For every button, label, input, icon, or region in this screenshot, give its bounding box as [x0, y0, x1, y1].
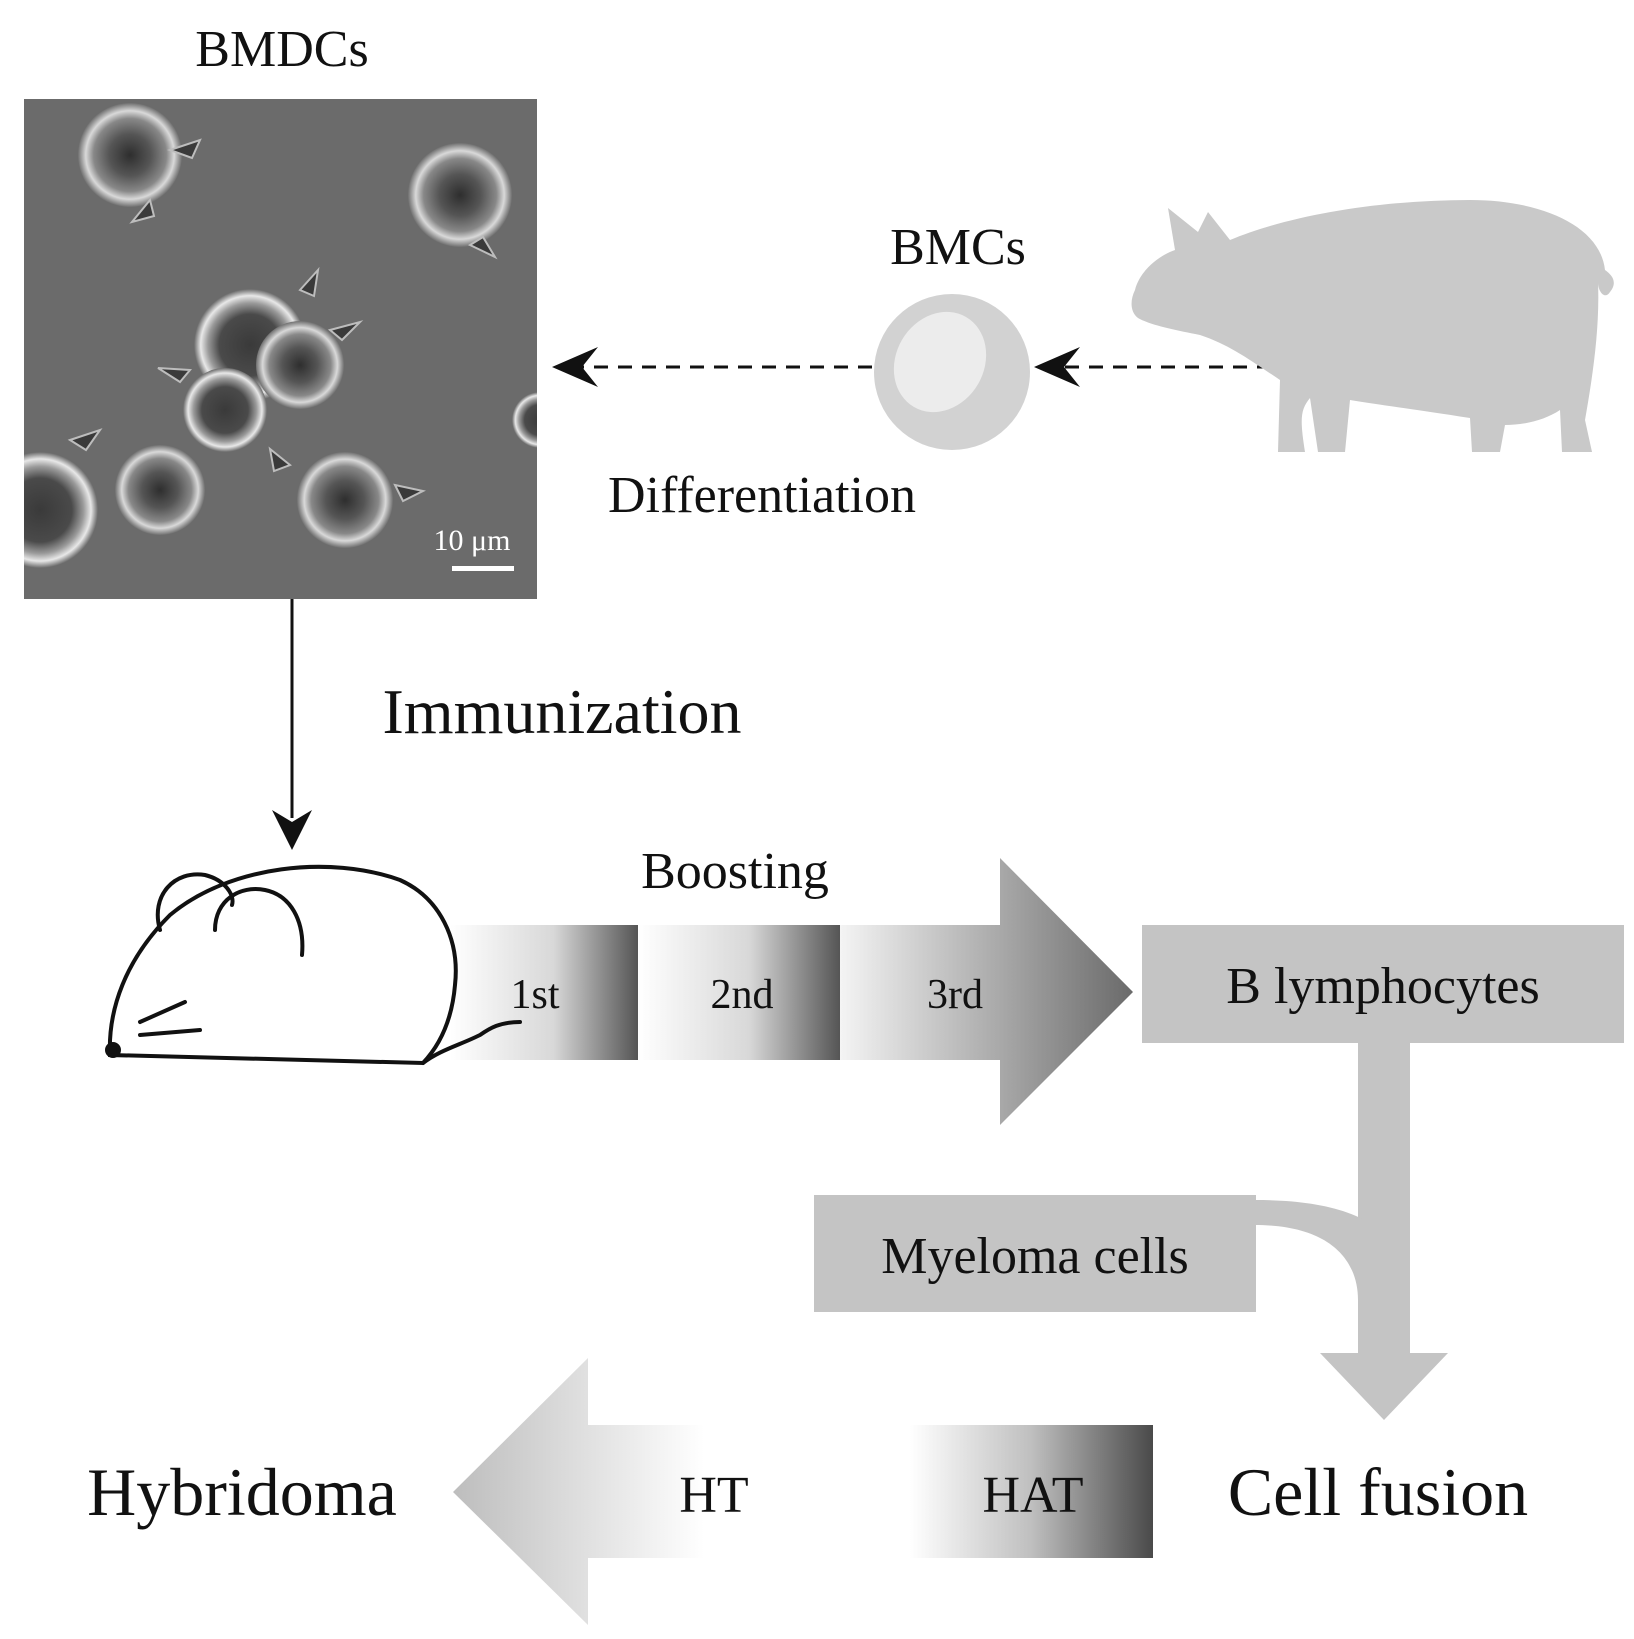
- ht-label: HT: [679, 1467, 748, 1524]
- immunization-label: Immunization: [382, 676, 741, 747]
- cell-fusion-label: Cell fusion: [1228, 1454, 1528, 1530]
- scale-bar: [452, 566, 514, 571]
- myeloma-cells-box: [814, 1195, 1256, 1312]
- hybridoma-label: Hybridoma: [87, 1454, 397, 1530]
- boost-3rd-label: 3rd: [927, 972, 983, 1018]
- b-lymphocytes-label: B lymphocytes: [1226, 958, 1539, 1015]
- mouse-icon: [105, 864, 522, 1066]
- differentiation-arrow: [552, 347, 872, 387]
- bmdc-micrograph: 10 μm: [24, 99, 537, 599]
- bmc-cell-icon: [874, 294, 1030, 450]
- immunization-arrow: [272, 599, 312, 850]
- boost-1st-label: 1st: [510, 972, 559, 1018]
- pig-icon: [1131, 200, 1614, 452]
- bmcs-label: BMCs: [890, 219, 1026, 276]
- selection-arrow: [453, 1358, 1153, 1625]
- boosting-arrow: [450, 858, 1133, 1125]
- hat-label: HAT: [982, 1467, 1083, 1524]
- bmdcs-label: BMDCs: [195, 21, 368, 78]
- myeloma-cells-label: Myeloma cells: [881, 1228, 1189, 1285]
- b-lymphocytes-box: [1142, 925, 1624, 1043]
- boosting-label: Boosting: [641, 843, 829, 900]
- scale-bar-label: 10 μm: [434, 524, 511, 557]
- bone-marrow-harvest-arrow: [1034, 347, 1295, 387]
- differentiation-label: Differentiation: [608, 467, 916, 524]
- fusion-connector-arrow: [1255, 1043, 1448, 1420]
- boost-2nd-label: 2nd: [711, 972, 774, 1018]
